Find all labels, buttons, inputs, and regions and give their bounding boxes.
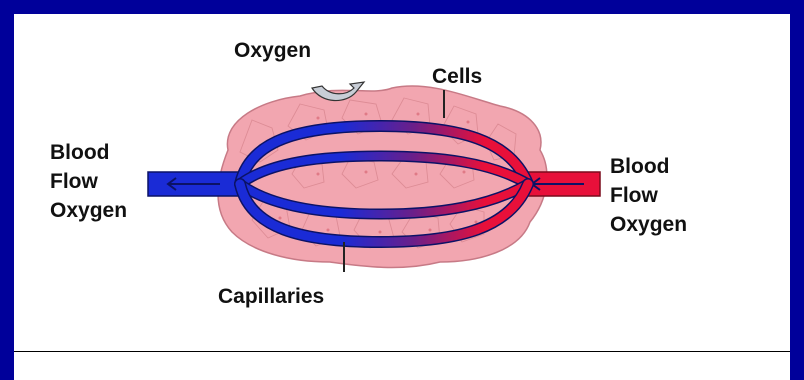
oxygen-label: Oxygen (234, 36, 311, 65)
capillaries-label: Capillaries (218, 282, 324, 311)
cells-label: Cells (432, 62, 482, 91)
right-flow-line-2: Flow (610, 181, 687, 210)
right-flow-label: Blood Flow Oxygen (610, 152, 687, 239)
right-flow-line-1: Blood (610, 152, 687, 181)
vein-inlet (148, 172, 240, 196)
left-flow-line-3: Oxygen (50, 196, 127, 225)
left-flow-label: Blood Flow Oxygen (50, 138, 127, 225)
right-flow-line-3: Oxygen (610, 210, 687, 239)
left-flow-line-2: Flow (50, 167, 127, 196)
left-flow-line-1: Blood (50, 138, 127, 167)
